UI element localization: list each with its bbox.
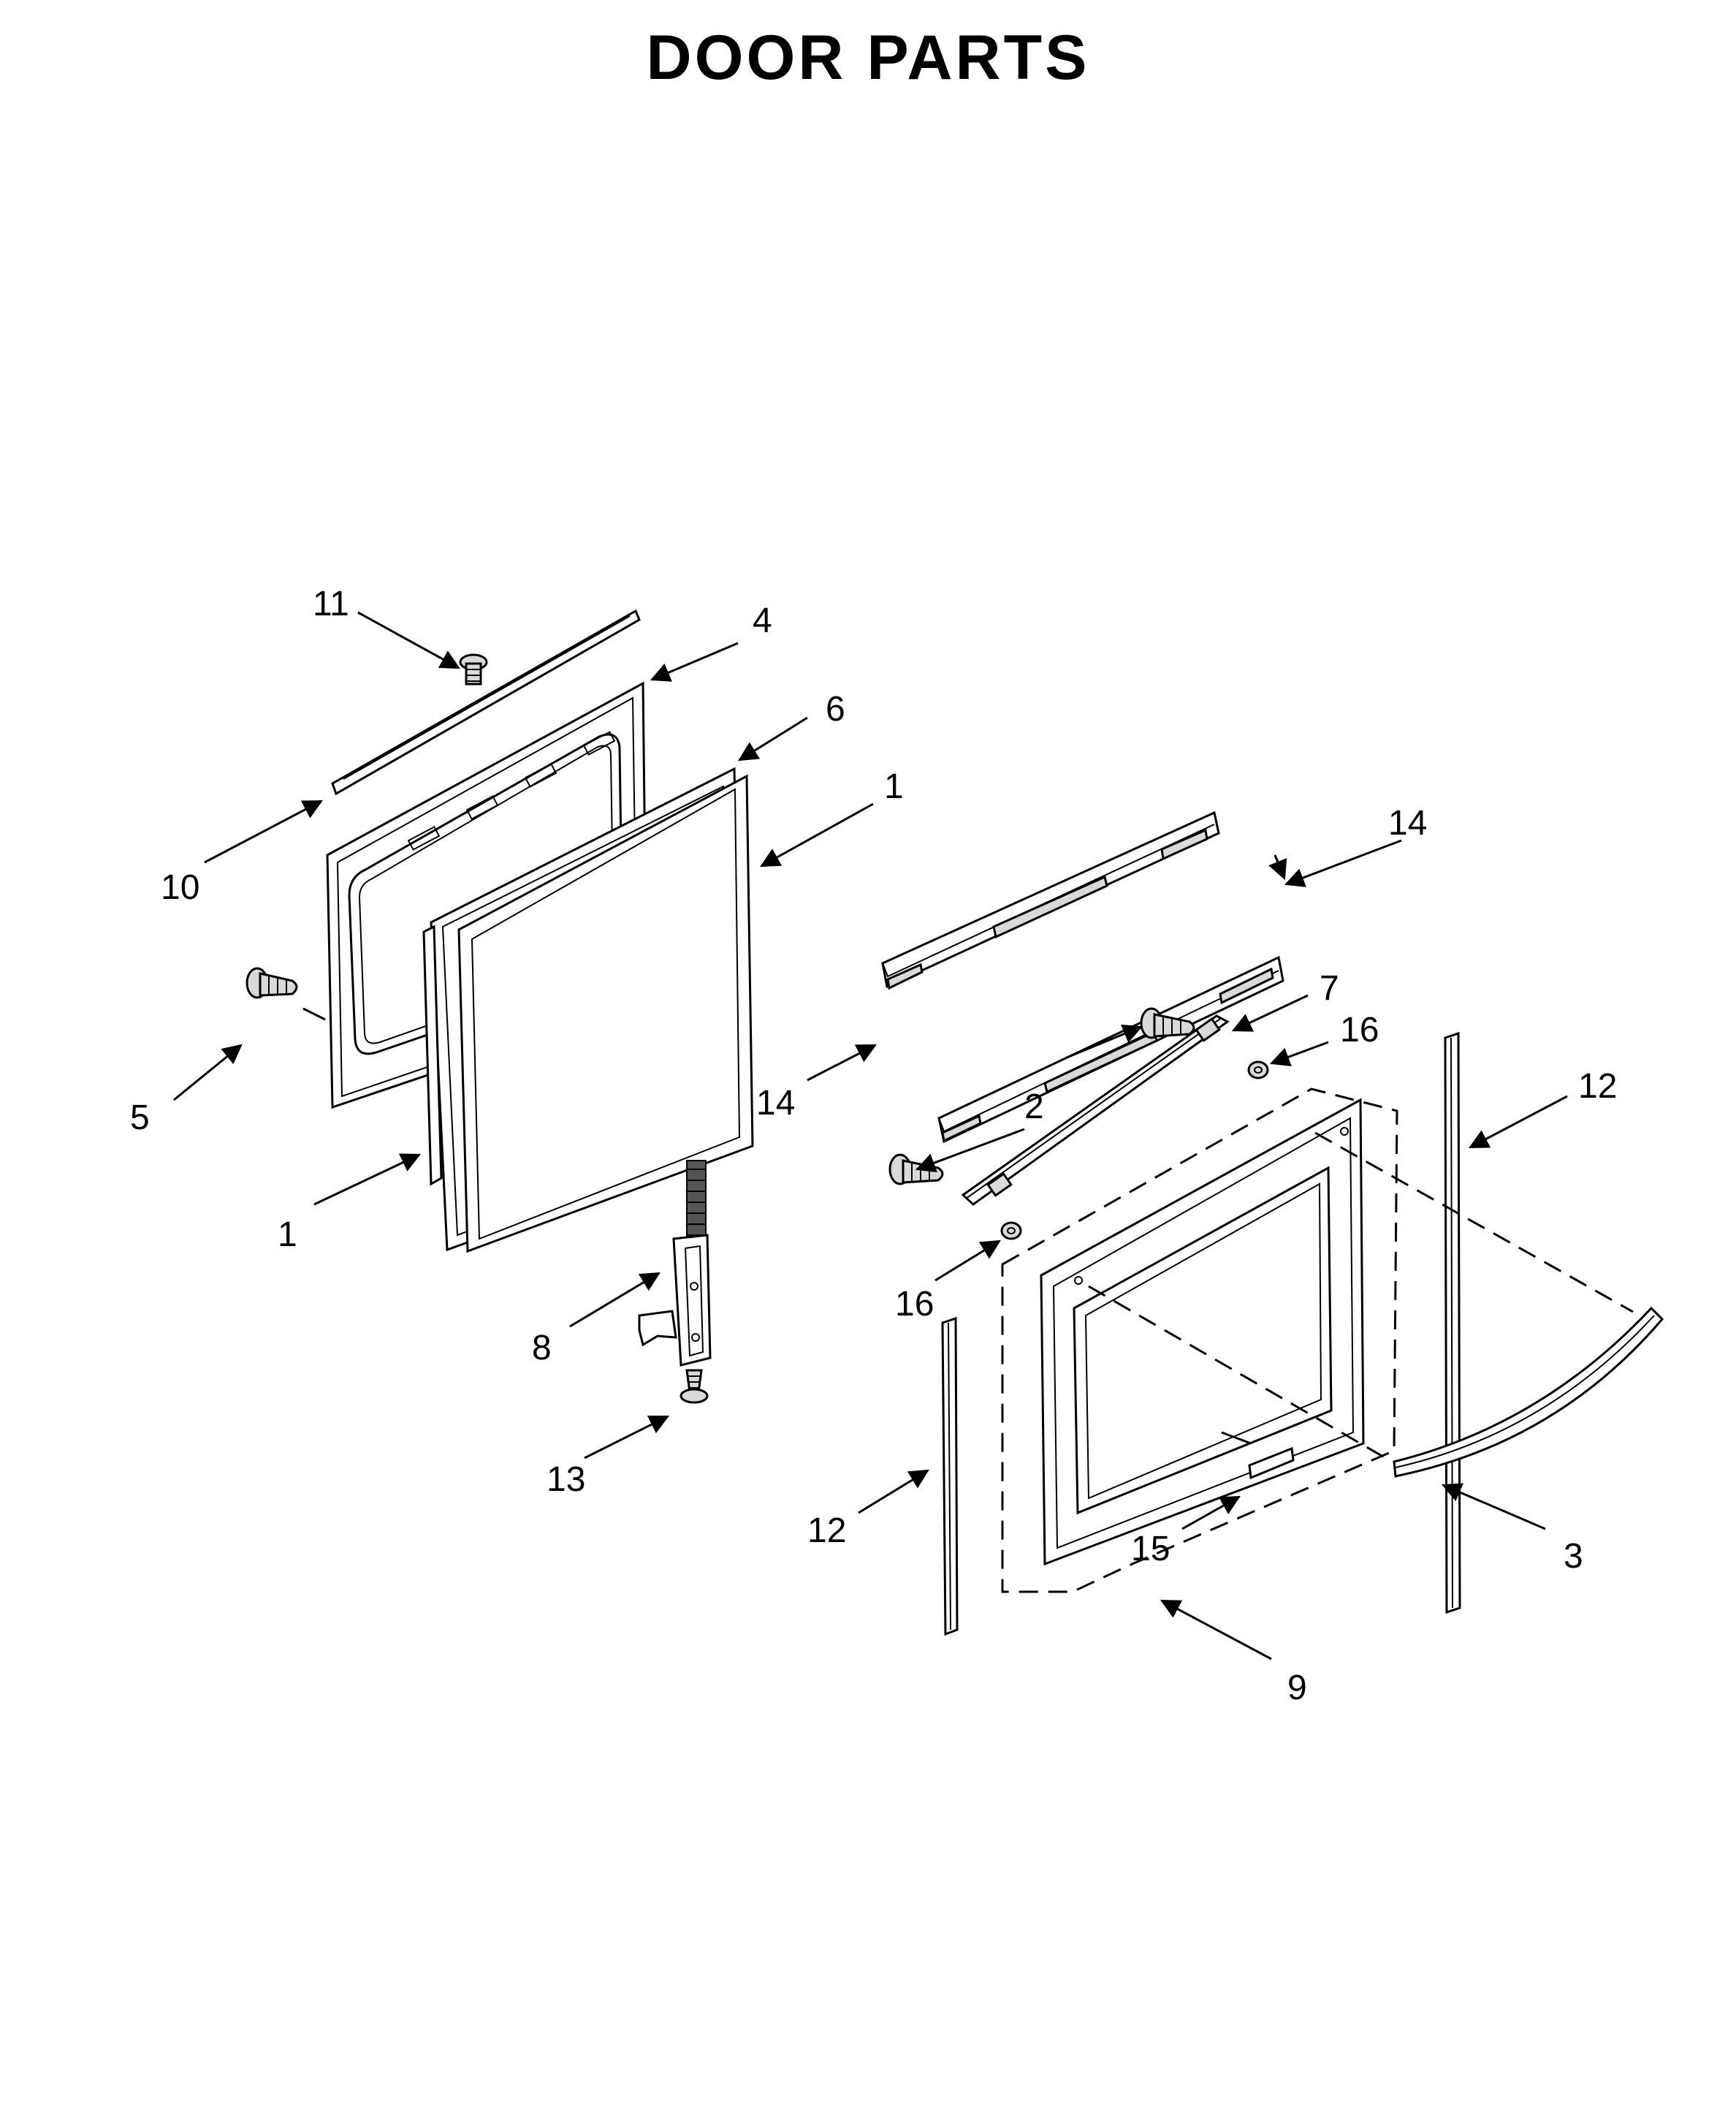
callout-16-lower: 16 xyxy=(895,1285,934,1324)
page-title: DOOR PARTS xyxy=(646,23,1090,93)
part-5-screw xyxy=(245,967,326,1021)
outer-door-glass-panel xyxy=(1040,1098,1365,1566)
callout-10: 10 xyxy=(161,868,199,907)
callout-16-upper: 16 xyxy=(1340,1011,1379,1049)
callout-7: 7 xyxy=(1320,969,1339,1008)
part-16-washer-lower xyxy=(1000,1221,1022,1240)
part-3-door-handle xyxy=(1393,1306,1664,1478)
callout-14-upper: 14 xyxy=(1388,804,1427,843)
callout-12-left: 12 xyxy=(807,1511,846,1550)
part-13-screw xyxy=(679,1369,709,1404)
callout-6: 6 xyxy=(826,690,845,729)
part-10-top-trim xyxy=(331,609,641,796)
part-14-upper-channel xyxy=(881,810,1220,990)
part-8-hinge xyxy=(638,1160,712,1367)
callout-1-rear-glass: 1 xyxy=(884,767,904,806)
callout-5: 5 xyxy=(130,1098,150,1137)
part-16-washer-upper xyxy=(1247,1060,1269,1079)
leader-arrows xyxy=(173,611,1568,1660)
callout-1-front-strip: 1 xyxy=(278,1215,297,1254)
part-2-screw-upper xyxy=(1140,1007,1195,1039)
callout-9: 9 xyxy=(1287,1668,1307,1707)
part-11-screw xyxy=(459,653,488,686)
callout-2: 2 xyxy=(1024,1087,1044,1126)
part-12-side-trim-left xyxy=(941,1316,959,1636)
callout-3: 3 xyxy=(1564,1537,1583,1576)
callout-14-lower: 14 xyxy=(756,1084,795,1123)
callout-11: 11 xyxy=(313,585,349,623)
callout-15: 15 xyxy=(1131,1530,1170,1568)
part-12-side-trim-right xyxy=(1444,1031,1461,1614)
callout-labels: 11 4 6 1 10 5 1 14 14 7 16 2 12 16 8 13 … xyxy=(130,585,1617,1707)
callout-4: 4 xyxy=(753,601,772,640)
part-1-glass-strip-front xyxy=(422,925,443,1186)
callout-12-right: 12 xyxy=(1578,1067,1617,1106)
part-2-screw-lower xyxy=(888,1153,944,1185)
part-15-badge xyxy=(1221,1431,1295,1480)
part-14-lower-channel xyxy=(937,955,1284,1144)
part-1-door-glass-rear xyxy=(457,774,754,1253)
callout-8: 8 xyxy=(532,1329,552,1367)
part-7-bracket-bar xyxy=(961,1014,1230,1206)
callout-13: 13 xyxy=(547,1460,585,1499)
alignment-lines xyxy=(1088,1131,1634,1463)
